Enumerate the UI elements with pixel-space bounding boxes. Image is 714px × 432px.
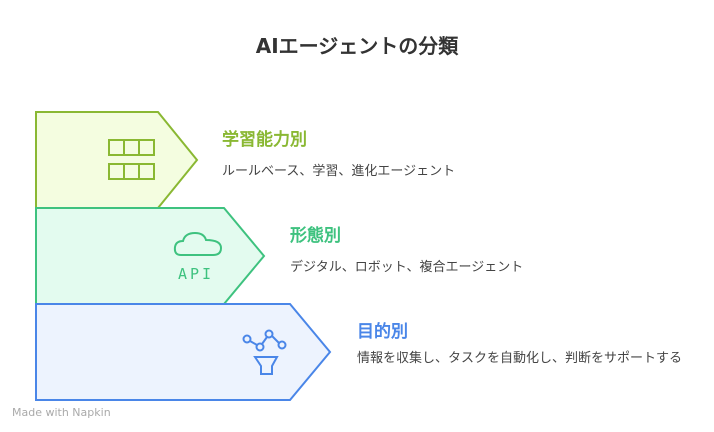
napkin-watermark: Made with Napkin: [12, 406, 111, 419]
heading-form: 形態別: [290, 226, 341, 246]
description-form: デジタル、ロボット、複合エージェント: [290, 260, 524, 275]
network-funnel-icon: [242, 329, 287, 375]
shape-form: [35, 207, 266, 305]
shape-purpose: [35, 303, 332, 401]
shape-learning: [35, 111, 199, 209]
grid-icon: [108, 139, 155, 180]
page-title: AIエージェントの分類: [255, 34, 459, 58]
heading-purpose: 目的別: [357, 322, 408, 342]
heading-learning: 学習能力別: [222, 130, 307, 150]
description-learning: ルールベース、学習、進化エージェント: [222, 164, 456, 179]
description-purpose: 情報を収集し、タスクを自動化し、判断をサポートする: [357, 351, 683, 366]
cloud-api-icon: API: [173, 231, 223, 283]
api-label: API: [178, 265, 214, 283]
